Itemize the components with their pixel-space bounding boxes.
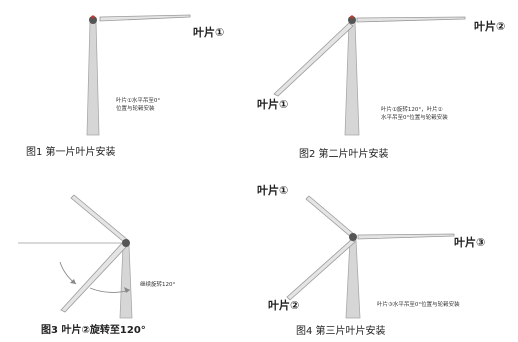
blade-3 xyxy=(357,233,455,240)
label-blade-3: 叶片③ xyxy=(454,236,486,249)
label-blade-1: 叶片① xyxy=(193,26,225,39)
hub-accent xyxy=(91,15,95,19)
blade-1 xyxy=(305,195,356,238)
blade-2 xyxy=(70,194,129,243)
panel-1-note: 叶片①水平吊至0° 位置与轮毂安装 xyxy=(116,97,160,113)
label-blade-2: 叶片② xyxy=(268,299,300,312)
arrow-head-2 xyxy=(124,287,130,293)
panel-2-turbine xyxy=(273,15,466,136)
label-blade-2: 叶片② xyxy=(474,20,506,33)
label-blade-1: 叶片① xyxy=(257,184,289,197)
hub xyxy=(89,16,97,24)
tower xyxy=(345,239,361,319)
blade-1 xyxy=(60,240,129,313)
note-line: 水平吊至0°位置与轮毂安装 xyxy=(381,115,448,121)
hub xyxy=(349,233,357,241)
tower xyxy=(344,20,360,136)
panel-4-note: 叶片③水平吊至0°位置与轮毂安装 xyxy=(377,301,460,309)
tower xyxy=(86,20,100,136)
panel-1-turbine xyxy=(86,14,191,136)
panel-3-note: 继续旋转120° xyxy=(140,281,175,289)
caption-figure-3: 图3 叶片②旋转至120° xyxy=(41,325,146,336)
hub-accent xyxy=(350,15,354,19)
hub xyxy=(348,16,356,24)
blade-1 xyxy=(273,22,354,97)
panel-4-turbine xyxy=(286,195,455,319)
caption-figure-4: 图4 第三片叶片安装 xyxy=(296,326,386,337)
hub xyxy=(122,239,130,247)
panel-3-turbine xyxy=(18,194,133,319)
note-line: 位置与轮毂安装 xyxy=(116,106,155,112)
panel-2-note: 叶片①旋转120°，叶片② 水平吊至0°位置与轮毂安装 xyxy=(381,106,448,122)
note-line: 叶片③水平吊至0°位置与轮毂安装 xyxy=(377,302,460,308)
note-line: 继续旋转120° xyxy=(140,282,176,288)
caption-figure-1: 图1 第一片叶片安装 xyxy=(26,147,116,158)
blade-2 xyxy=(356,16,466,23)
note-line: 叶片①旋转120°，叶片② xyxy=(381,107,443,113)
arrow-head-1 xyxy=(70,279,76,284)
caption-figure-2: 图2 第二片叶片安装 xyxy=(299,149,389,160)
blade-1 xyxy=(99,14,191,22)
blade-2 xyxy=(286,239,356,301)
note-line: 叶片①水平吊至0° xyxy=(116,98,161,104)
tower xyxy=(119,244,133,319)
label-blade-1: 叶片① xyxy=(257,98,289,111)
